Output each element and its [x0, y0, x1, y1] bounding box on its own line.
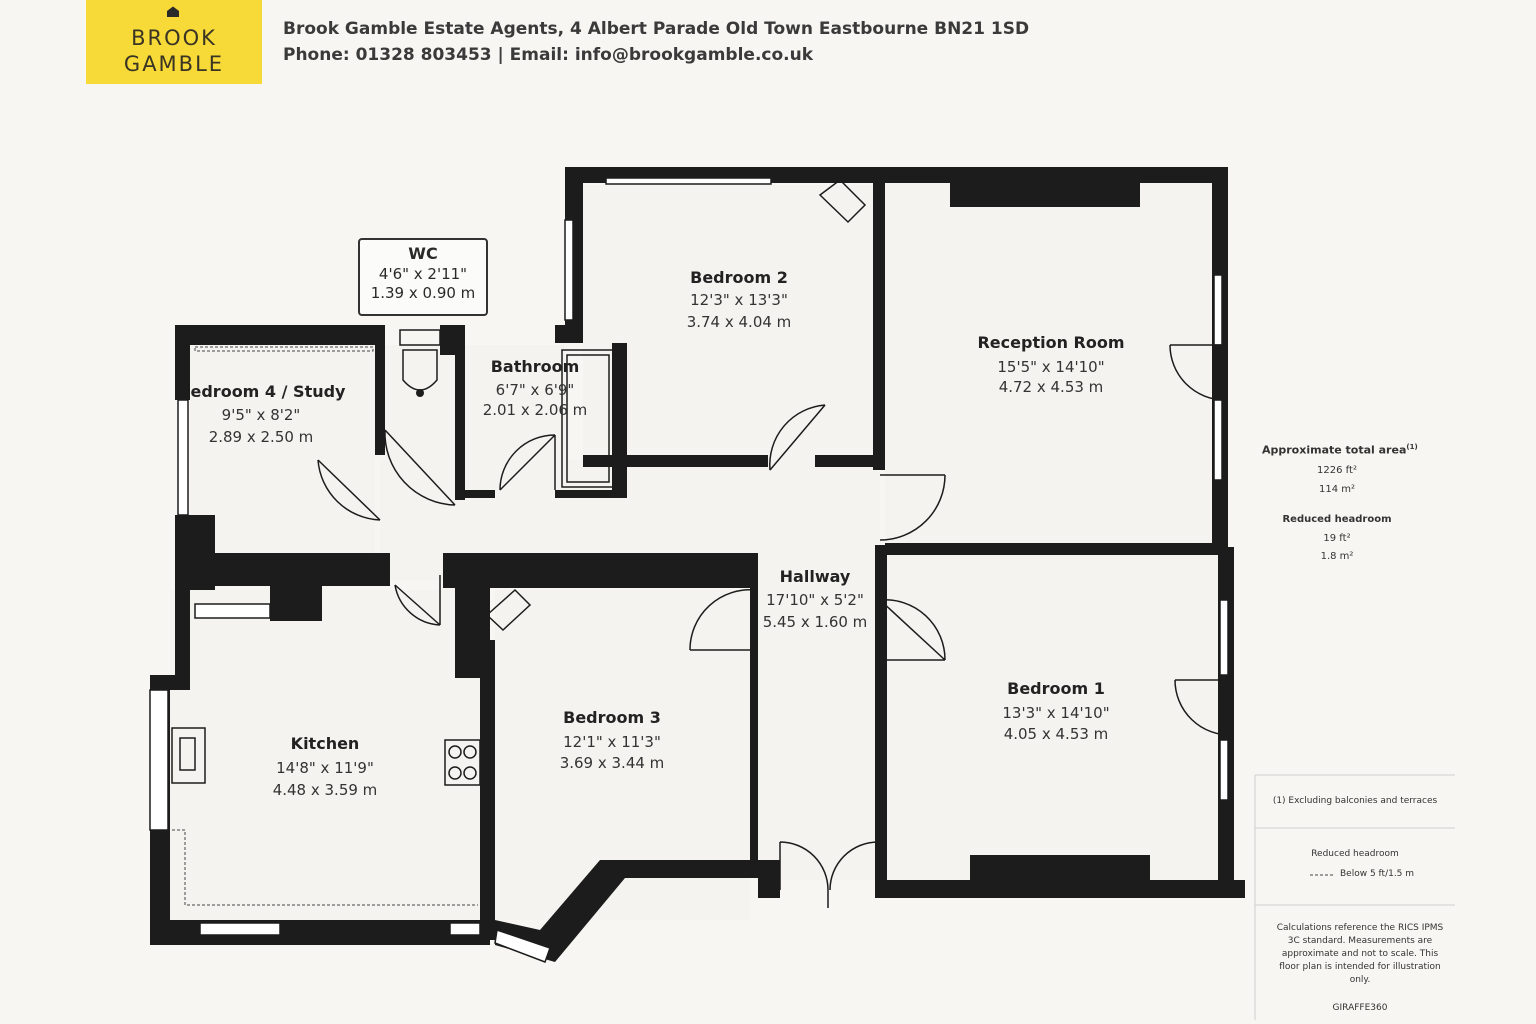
svg-text:4.48 x 3.59 m: 4.48 x 3.59 m: [273, 781, 378, 799]
svg-text:Bedroom 3: Bedroom 3: [563, 708, 661, 727]
legend-item: Below 5 ft/1.5 m: [1340, 869, 1415, 879]
svg-text:edroom 4 / Study: edroom 4 / Study: [191, 382, 347, 401]
room-label-bedroom1: Bedroom 1 13'3" x 14'10" 4.05 x 4.53 m: [1002, 679, 1109, 743]
svg-text:4.72 x 4.53 m: 4.72 x 4.53 m: [999, 378, 1104, 396]
svg-text:Bedroom 1: Bedroom 1: [1007, 679, 1105, 698]
room-label-bedroom3: Bedroom 3 12'1" x 11'3" 3.69 x 3.44 m: [560, 708, 665, 772]
room-label-hallway: Hallway 17'10" x 5'2" 5.45 x 1.60 m: [763, 567, 868, 631]
total-area-footnote-marker: (1): [1406, 443, 1418, 451]
svg-text:12'3" x 13'3": 12'3" x 13'3": [690, 291, 788, 309]
disclaimer-line: floor plan is intended for illustration: [1279, 962, 1441, 972]
svg-text:3.74 x 4.04 m: 3.74 x 4.04 m: [687, 313, 792, 331]
room-label-bathroom: Bathroom 6'7" x 6'9" 2.01 x 2.06 m: [483, 357, 588, 419]
disclaimer-line: 3C standard. Measurements are: [1287, 936, 1433, 946]
wc-metric: 1.39 x 0.90 m: [370, 284, 476, 302]
svg-text:Hallway: Hallway: [780, 567, 851, 586]
svg-text:15'5" x 14'10": 15'5" x 14'10": [997, 358, 1104, 376]
total-area-m: 114 m²: [1318, 484, 1355, 495]
svg-text:Bedroom 2: Bedroom 2: [690, 268, 788, 287]
wc-name: WC: [408, 244, 438, 263]
footnote: (1) Excluding balconies and terraces: [1272, 796, 1438, 806]
svg-text:3.69 x 3.44 m: 3.69 x 3.44 m: [560, 754, 665, 772]
svg-text:17'10" x 5'2": 17'10" x 5'2": [766, 591, 864, 609]
svg-text:13'3" x 14'10": 13'3" x 14'10": [1002, 704, 1109, 722]
svg-text:2.01 x 2.06 m: 2.01 x 2.06 m: [483, 401, 588, 419]
agent-contact: Phone: 01328 803453 | Email: info@brookg…: [283, 45, 814, 65]
svg-text:12'1" x 11'3": 12'1" x 11'3": [563, 733, 661, 751]
room-label-bedroom2: Bedroom 2 12'3" x 13'3" 3.74 x 4.04 m: [687, 268, 792, 331]
doors: [317, 344, 1233, 908]
wc-imperial: 4'6" x 2'11": [378, 265, 468, 283]
total-area-ft: 1226 ft²: [1317, 465, 1357, 476]
reduced-headroom-label: Reduced headroom: [1282, 514, 1392, 525]
legend-title: Reduced headroom: [1311, 849, 1399, 859]
svg-text:Bathroom: Bathroom: [491, 357, 580, 376]
svg-text:2.89 x 2.50 m: 2.89 x 2.50 m: [209, 428, 314, 446]
svg-text:Reception Room: Reception Room: [977, 333, 1124, 352]
room-label-kitchen: Kitchen 14'8" x 11'9" 4.48 x 3.59 m: [273, 734, 378, 799]
disclaimer-line: Calculations reference the RICS IPMS: [1276, 923, 1444, 933]
disclaimer-line: only.: [1349, 975, 1371, 985]
disclaimer: Calculations reference the RICS IPMS 3C …: [1265, 922, 1455, 987]
windows: [149, 177, 1229, 963]
brand-name-line1: BROOK: [131, 26, 217, 50]
svg-text:4.05 x 4.53 m: 4.05 x 4.53 m: [1004, 725, 1109, 743]
reduced-headroom-outline: [172, 346, 478, 906]
reduced-headroom-ft: 19 ft²: [1323, 533, 1351, 544]
agent-address: Brook Gamble Estate Agents, 4 Albert Par…: [283, 19, 1030, 39]
room-label-wc: WC 4'6" x 2'11" 1.39 x 0.90 m: [358, 238, 488, 316]
credit: GIRAFFE360: [1332, 1003, 1388, 1013]
house-icon: [167, 6, 179, 17]
disclaimer-line: approximate and not to scale. This: [1281, 949, 1439, 959]
svg-text:5.45 x 1.60 m: 5.45 x 1.60 m: [763, 613, 868, 631]
brand-name-line2: GAMBLE: [123, 52, 225, 76]
fixtures: [171, 179, 867, 786]
room-label-bedroom4: edroom 4 / Study 9'5" x 8'2" 2.89 x 2.50…: [191, 382, 347, 446]
svg-text:Kitchen: Kitchen: [291, 734, 360, 753]
reduced-headroom-m: 1.8 m²: [1320, 551, 1354, 562]
total-area-label: Approximate total area(1): [1262, 443, 1418, 457]
room-label-reception: Reception Room 15'5" x 14'10" 4.72 x 4.5…: [977, 333, 1124, 396]
brand-logo: BROOK GAMBLE: [86, 0, 262, 84]
svg-text:6'7" x 6'9": 6'7" x 6'9": [496, 381, 575, 399]
svg-text:14'8" x 11'9": 14'8" x 11'9": [276, 759, 374, 777]
svg-text:9'5" x 8'2": 9'5" x 8'2": [222, 406, 301, 424]
sidebar-dividers: [1254, 774, 1455, 1020]
